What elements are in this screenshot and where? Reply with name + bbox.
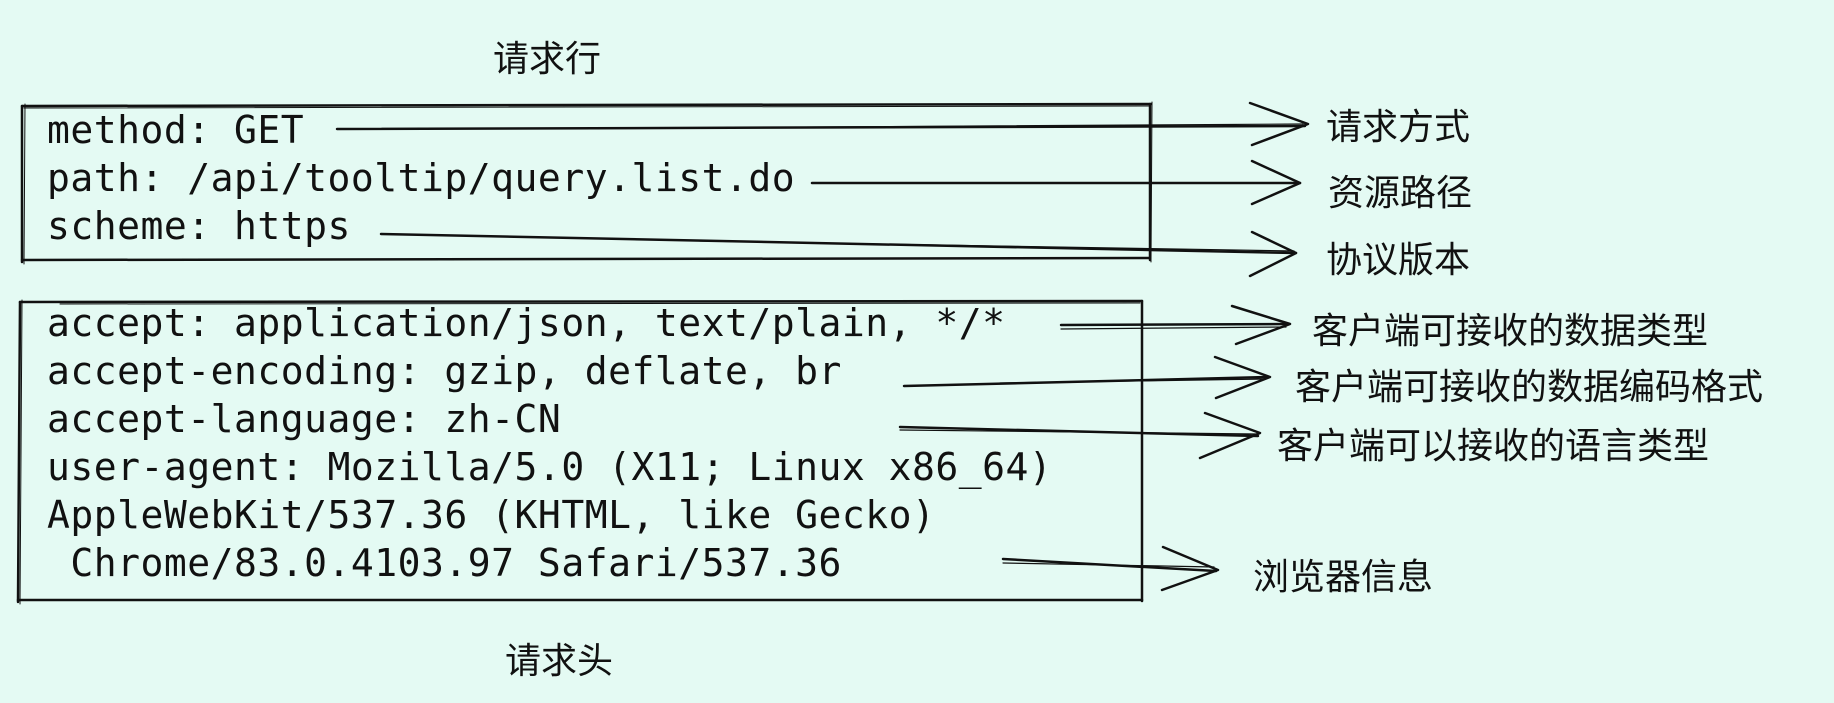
annotation-method: 请求方式 — [1326, 107, 1471, 148]
annotation-accept-encoding: 客户端可接收的数据编码格式 — [1295, 367, 1764, 408]
user-agent-line: user-agent: Mozilla/5.0 (X11; Linux x86_… — [47, 445, 1053, 489]
user-agent-line-2: AppleWebKit/537.36 (KHTML, like Gecko) — [47, 493, 936, 537]
arrow-accept — [1059, 304, 1292, 346]
annotation-accept-language: 客户端可以接收的语言类型 — [1277, 426, 1710, 467]
accept-language-line: accept-language: zh-CN — [47, 397, 562, 441]
arrow-method — [335, 101, 1310, 147]
arrow-user-agent — [1001, 545, 1220, 592]
request-headers-title: 请求头 — [505, 641, 614, 682]
method-line: method: GET — [47, 108, 305, 152]
annotation-user-agent: 浏览器信息 — [1253, 557, 1434, 598]
accept-encoding-line: accept-encoding: gzip, deflate, br — [47, 349, 842, 393]
annotation-path: 资源路径 — [1328, 173, 1473, 214]
annotation-accept: 客户端可接收的数据类型 — [1312, 311, 1709, 352]
annotation-scheme: 协议版本 — [1326, 240, 1471, 281]
request-line-title: 请求行 — [493, 39, 602, 80]
arrow-scheme — [379, 230, 1298, 278]
scheme-line: scheme: https — [47, 204, 351, 248]
arrow-path — [810, 159, 1302, 206]
user-agent-line-3: Chrome/83.0.4103.97 Safari/537.36 — [47, 541, 842, 585]
arrow-accept-encoding — [902, 355, 1272, 400]
accept-line: accept: application/json, text/plain, */… — [47, 301, 1006, 345]
path-line: path: /api/tooltip/query.list.do — [47, 156, 796, 200]
